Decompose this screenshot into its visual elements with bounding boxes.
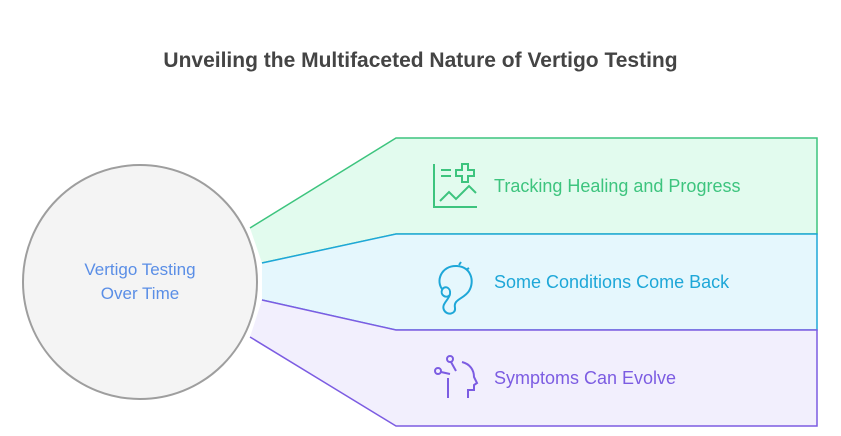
item-label-symptoms: Symptoms Can Evolve	[494, 368, 677, 388]
diagram-title: Unveiling the Multifaceted Nature of Ver…	[163, 49, 678, 72]
center-label-line2: Over Time	[100, 284, 180, 303]
center-circle	[22, 164, 258, 400]
center-label-line1: Vertigo Testing	[84, 260, 196, 279]
branch-symptoms	[250, 300, 817, 426]
item-label-tracking: Tracking Healing and Progress	[494, 176, 741, 196]
branch-conditions	[262, 234, 817, 330]
chart-plus-icon	[433, 163, 477, 208]
item-label-conditions: Some Conditions Come Back	[494, 272, 730, 292]
ear-icon	[438, 261, 473, 315]
branch-tracking	[250, 138, 817, 263]
head-neurons-icon	[434, 355, 479, 398]
